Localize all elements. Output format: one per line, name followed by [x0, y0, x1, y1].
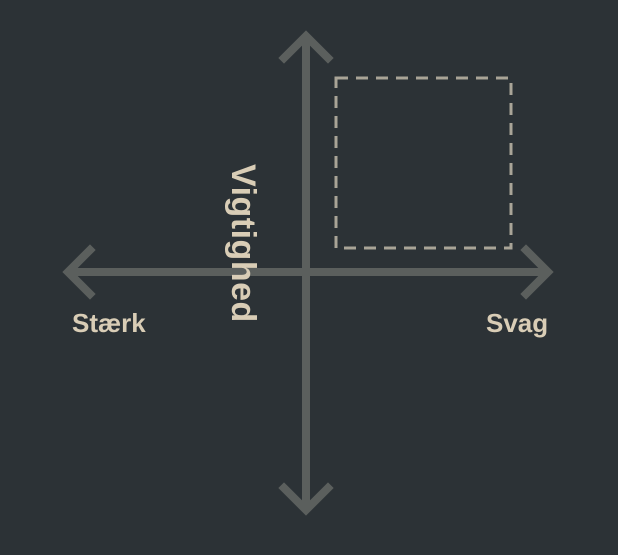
horizontal-axis-left-arrowhead: [62, 244, 96, 300]
horizontal-axis-right-arrowhead: [520, 244, 554, 300]
axis-vertical-label: Vigtighed: [224, 164, 262, 323]
axis-right-label: Svag: [486, 308, 549, 338]
highlight-dashed-box: [334, 76, 513, 250]
vertical-axis-top-arrowhead: [278, 30, 334, 64]
axis-left-label: Stærk: [72, 308, 146, 338]
vertical-axis-bottom-arrowhead: [278, 482, 334, 516]
